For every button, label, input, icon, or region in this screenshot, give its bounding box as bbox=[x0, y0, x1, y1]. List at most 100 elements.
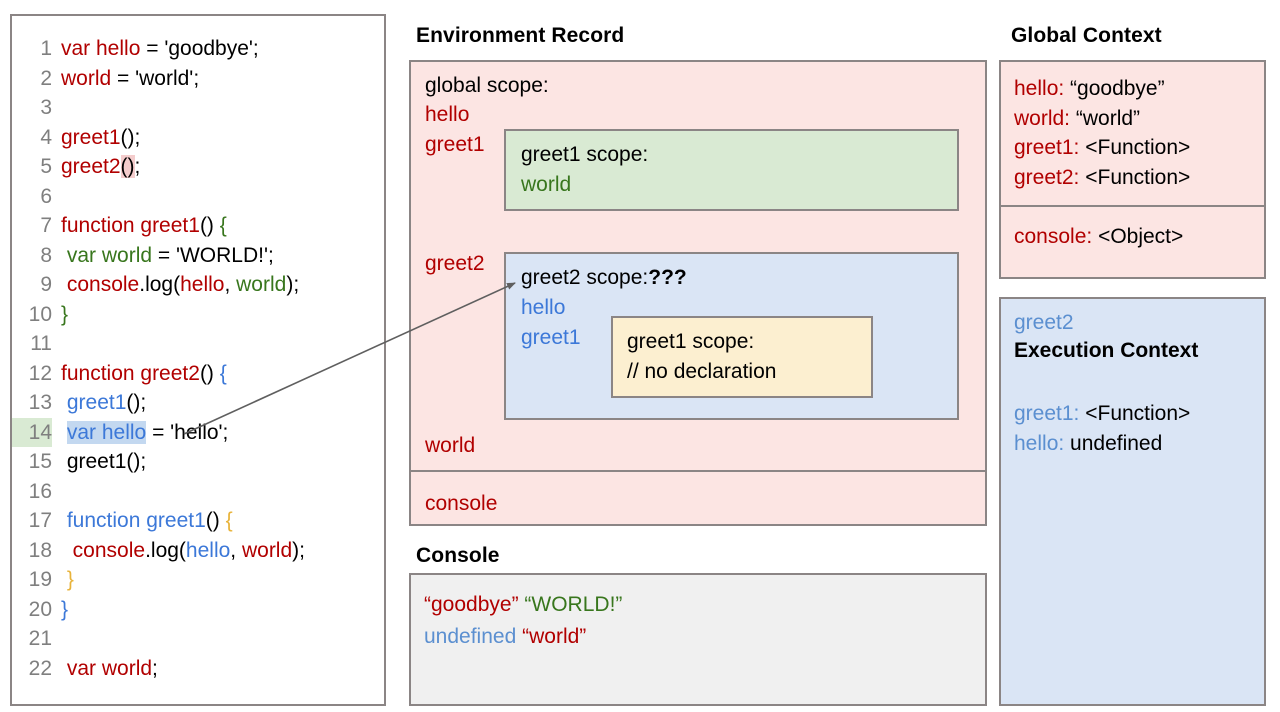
greet2-scope-var-greet1: greet1 bbox=[521, 326, 581, 349]
console-token: “WORLD!” bbox=[524, 593, 623, 616]
code-line[interactable]: 17 function greet1() { bbox=[12, 506, 384, 536]
code-token: = 'WORLD!'; bbox=[152, 243, 274, 267]
code-line[interactable]: 19 } bbox=[12, 565, 384, 595]
entry-key: world: bbox=[1014, 106, 1071, 130]
entry-value: “world” bbox=[1070, 106, 1141, 130]
code-line-number: 9 bbox=[40, 273, 52, 296]
code-line-number: 7 bbox=[40, 214, 52, 237]
code-token: var hello bbox=[66, 420, 147, 444]
greet2-scope-heading-text: greet2 scope: bbox=[521, 266, 649, 289]
er-var-world: world bbox=[425, 434, 476, 457]
code-line-number: 14 bbox=[12, 417, 52, 447]
global-context-entry-list: hello: “goodbye”world: “world”greet1: <F… bbox=[1014, 74, 1190, 192]
code-token: function greet2 bbox=[61, 361, 200, 385]
code-token: .log( bbox=[145, 538, 186, 562]
console-output-line: “goodbye” “WORLD!” bbox=[424, 589, 622, 621]
entry-key: hello: bbox=[1014, 77, 1065, 100]
entry-value: “goodbye” bbox=[1064, 77, 1165, 100]
global-context-entry: hello: “goodbye” bbox=[1014, 74, 1190, 104]
code-token: var hello bbox=[61, 37, 141, 60]
code-line[interactable]: 15 greet1(); bbox=[12, 447, 384, 477]
code-line-number: 1 bbox=[40, 37, 52, 60]
code-line[interactable]: 14 var hello = 'hello'; bbox=[12, 417, 384, 447]
greet1-scope-box: greet1 scope: world bbox=[504, 129, 959, 211]
code-line[interactable]: 22 var world; bbox=[12, 654, 384, 684]
code-token: world bbox=[61, 66, 112, 90]
entry-value: <Function> bbox=[1079, 402, 1191, 425]
global-context-entry-console: console: <Object> bbox=[1014, 225, 1183, 249]
greet2-execution-context-panel: greet2 Execution Context greet1: <Functi… bbox=[999, 297, 1266, 706]
code-token bbox=[61, 421, 67, 444]
code-line[interactable]: 6 bbox=[12, 182, 384, 212]
code-line[interactable]: 13 greet1(); bbox=[12, 388, 384, 418]
execution-context-entry: hello: undefined bbox=[1014, 429, 1190, 459]
code-token: } bbox=[61, 302, 69, 326]
code-line-number: 21 bbox=[28, 627, 52, 650]
global-context-title: Global Context bbox=[1011, 24, 1162, 47]
code-token: { bbox=[225, 509, 233, 532]
global-context-entry: world: “world” bbox=[1014, 104, 1190, 134]
execution-context-entry: greet1: <Function> bbox=[1014, 399, 1190, 429]
code-line-number: 18 bbox=[28, 538, 52, 562]
entry-key: greet2: bbox=[1014, 165, 1080, 189]
global-context-console-value-text: <Object> bbox=[1098, 225, 1184, 248]
code-line-number: 20 bbox=[28, 597, 52, 621]
code-line[interactable]: 9 console.log(hello, world); bbox=[12, 270, 384, 300]
code-token: .log( bbox=[139, 273, 181, 296]
code-token: (); bbox=[126, 391, 147, 414]
code-line[interactable]: 20} bbox=[12, 595, 384, 625]
er-entry-console: console bbox=[425, 492, 498, 515]
er-var-greet2: greet2 bbox=[425, 252, 485, 275]
console-token: undefined bbox=[424, 625, 517, 648]
code-line[interactable]: 21 bbox=[12, 624, 384, 654]
execution-context-function-name: greet2 bbox=[1014, 311, 1074, 334]
code-token: = 'world'; bbox=[111, 66, 200, 90]
code-token: function greet1 bbox=[66, 509, 206, 532]
code-token: , bbox=[230, 538, 242, 562]
code-line[interactable]: 18 console.log(hello, world); bbox=[12, 536, 384, 566]
code-token: var world bbox=[66, 243, 153, 267]
code-token: console bbox=[72, 538, 146, 562]
code-line-number: 19 bbox=[28, 568, 52, 591]
execution-context-entry-list: greet1: <Function>hello: undefined bbox=[1014, 399, 1190, 458]
global-context-divider bbox=[1001, 205, 1264, 207]
global-context-entry: greet2: <Function> bbox=[1014, 163, 1190, 193]
code-line-number: 15 bbox=[28, 450, 52, 473]
code-line-number: 5 bbox=[40, 155, 52, 178]
code-line-number: 13 bbox=[28, 391, 52, 414]
code-line-number: 3 bbox=[40, 96, 52, 119]
code-token: ; bbox=[152, 656, 158, 680]
code-token: greet1 bbox=[61, 125, 121, 149]
entry-key: hello: bbox=[1014, 431, 1065, 455]
code-token: greet1 bbox=[66, 391, 127, 414]
greet1-scope-var-world: world bbox=[521, 173, 572, 196]
code-token: () bbox=[199, 214, 220, 237]
entry-value: <Function> bbox=[1079, 136, 1191, 159]
code-line[interactable]: 8 var world = 'WORLD!'; bbox=[12, 241, 384, 271]
environment-record-divider bbox=[411, 470, 985, 472]
global-context-panel: hello: “goodbye”world: “world”greet1: <F… bbox=[999, 60, 1266, 279]
code-line-number: 11 bbox=[30, 332, 52, 355]
global-context-console-key: console: bbox=[1014, 225, 1093, 248]
code-token: = 'goodbye'; bbox=[140, 37, 259, 60]
code-line[interactable]: 3 bbox=[12, 93, 384, 123]
code-line-number: 10 bbox=[28, 302, 52, 326]
code-line-number: 4 bbox=[40, 125, 52, 149]
code-line[interactable]: 1 var hello = 'goodbye'; bbox=[12, 34, 384, 64]
code-token: greet2 bbox=[61, 155, 121, 178]
code-line[interactable]: 11 bbox=[12, 329, 384, 359]
code-line[interactable]: 10} bbox=[12, 300, 384, 330]
global-context-entry: greet1: <Function> bbox=[1014, 133, 1190, 163]
code-token: world bbox=[241, 538, 293, 562]
code-line[interactable]: 16 bbox=[12, 477, 384, 507]
code-token: ); bbox=[286, 273, 300, 296]
code-token bbox=[61, 539, 73, 562]
code-token: hello bbox=[180, 273, 225, 296]
code-token: () bbox=[205, 509, 226, 532]
